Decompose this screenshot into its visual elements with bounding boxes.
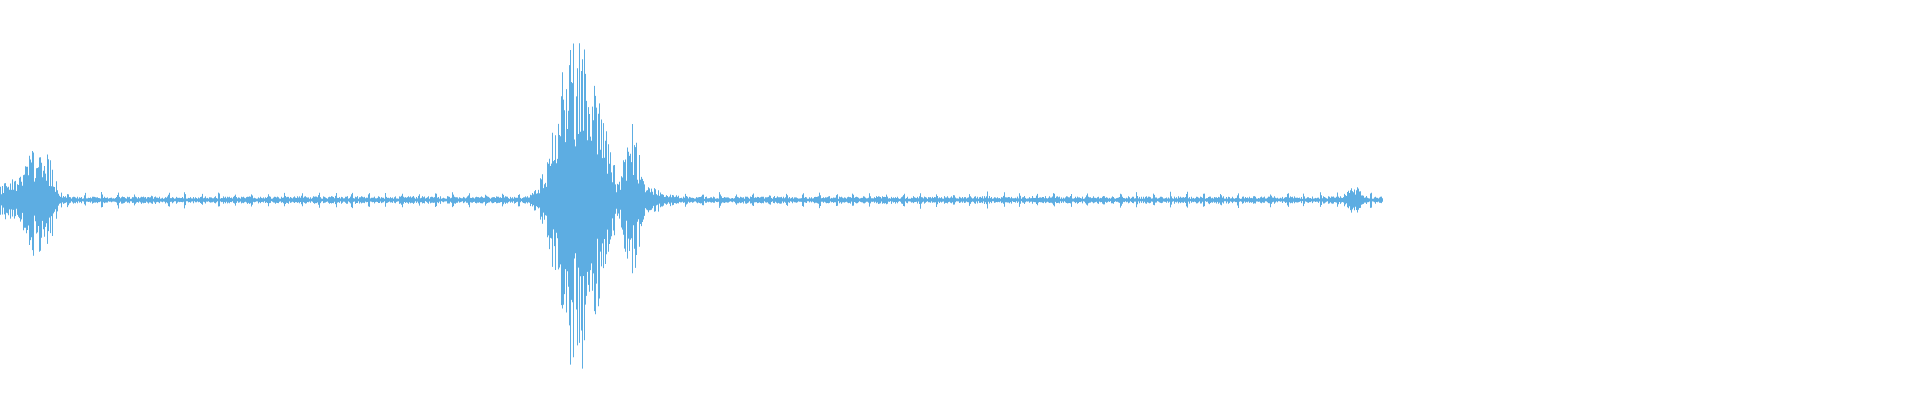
waveform-bars <box>0 43 1383 369</box>
